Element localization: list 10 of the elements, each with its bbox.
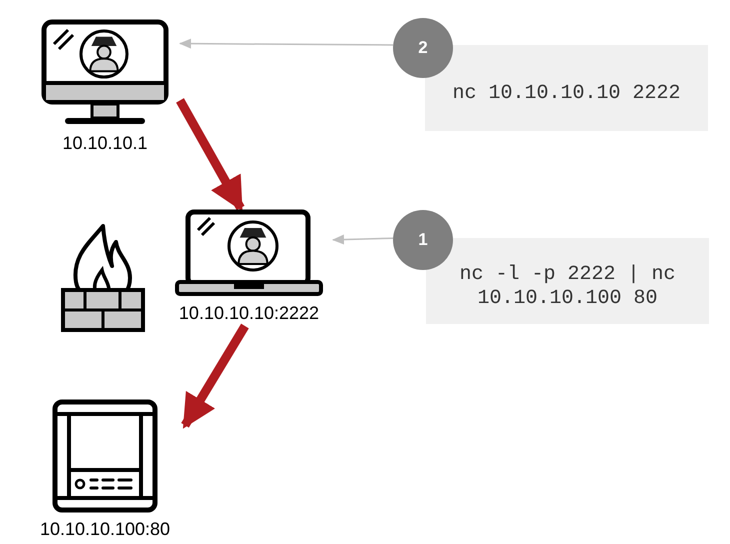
ip-address-label: 10.10.10.100:80 — [40, 518, 170, 540]
ip-address-label: 10.10.10.10:2222 — [178, 302, 320, 324]
ip-address-label: 10.10.10.1 — [62, 132, 148, 154]
command-panel: nc -l -p 2222 | nc 10.10.10.100 80 — [426, 238, 709, 324]
arrow — [332, 234, 394, 245]
step-number-badge: 1 — [393, 210, 453, 270]
arrow — [179, 38, 393, 49]
arrow — [176, 98, 245, 212]
arrow — [181, 324, 249, 429]
step-number-badge: 2 — [393, 18, 453, 78]
